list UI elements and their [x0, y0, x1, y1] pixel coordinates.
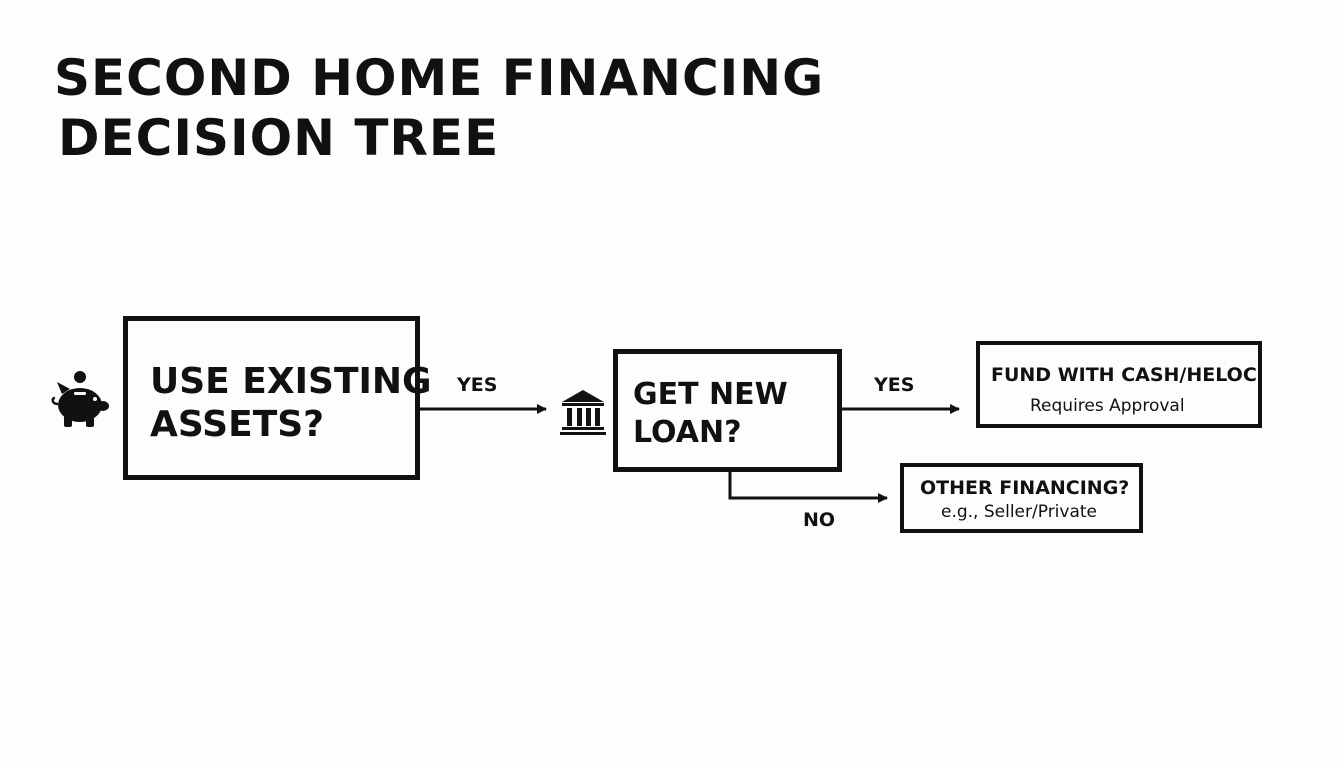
page-title-line-2: DECISION TREE [58, 109, 500, 167]
node-other-title: OTHER FINANCING? [920, 477, 1130, 499]
node-other-subtitle: e.g., Seller/Private [941, 502, 1098, 522]
node-cash-subtitle: Requires Approval [1030, 396, 1185, 416]
node-fund-with-cash-heloc: FUND WITH CASH/HELOC Requires Approval [976, 341, 1262, 428]
edge-label-yes-loan: YES [874, 374, 915, 396]
node-loan-label-line-1: GET NEW [633, 377, 788, 412]
edge-label-yes-assets: YES [457, 374, 498, 396]
node-use-existing-assets: USE EXISTING ASSETS? [123, 316, 432, 480]
node-other-financing: OTHER FINANCING? e.g., Seller/Private [900, 463, 1143, 533]
page-title-line-1: SECOND HOME FINANCING [54, 49, 825, 107]
node-assets-label-line-1: USE EXISTING [150, 361, 432, 402]
bank-icon [558, 387, 608, 437]
node-assets-label-line-2: ASSETS? [150, 404, 325, 445]
arrow-loan-to-other [728, 472, 888, 503]
piggy-bank-icon [48, 368, 110, 430]
edge-label-no-loan: NO [803, 509, 836, 531]
node-cash-title: FUND WITH CASH/HELOC [991, 364, 1257, 386]
node-loan-label-line-2: LOAN? [633, 415, 742, 450]
node-get-new-loan: GET NEW LOAN? [613, 349, 842, 472]
